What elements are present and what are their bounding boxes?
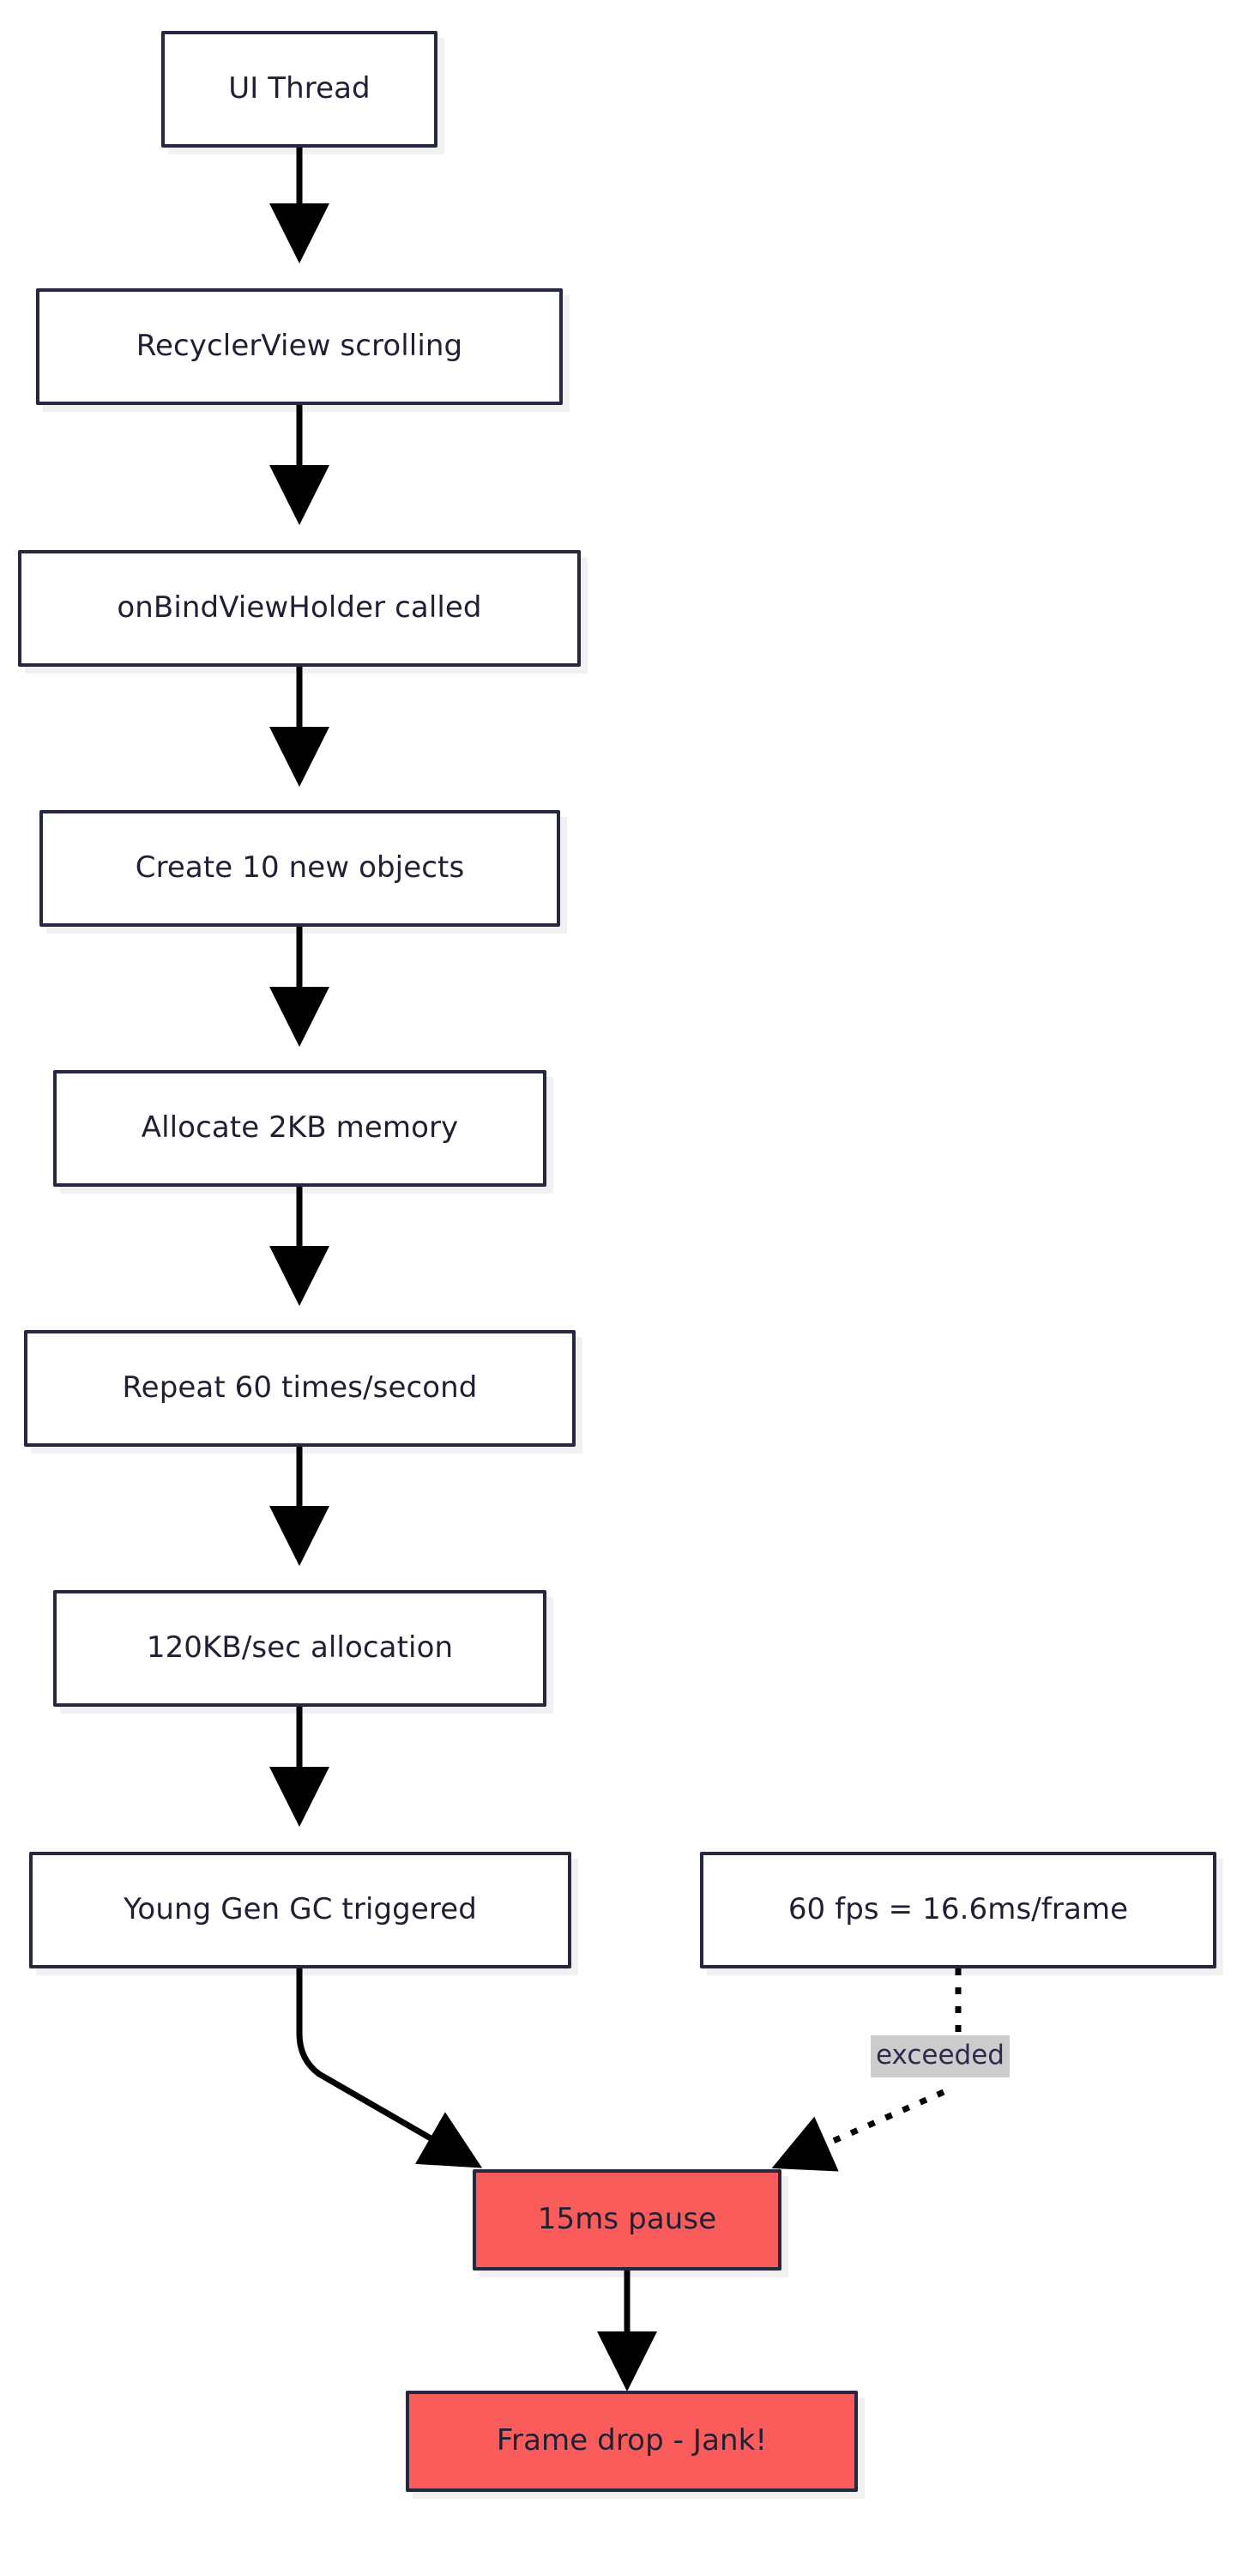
node-allocate-memory[interactable]: Allocate 2KB memory: [53, 1070, 546, 1187]
node-label-onbindviewholder: onBindViewHolder called: [117, 590, 482, 626]
node-pause[interactable]: 15ms pause: [473, 2169, 781, 2271]
node-frame-drop[interactable]: Frame drop - Jank!: [406, 2391, 858, 2492]
edge-young-gen-gc-to-pause: [296, 1968, 483, 2168]
node-label-repeat-60: Repeat 60 times/second: [122, 1370, 478, 1406]
edge-frame-budget-to-pause-lower: [771, 2089, 945, 2172]
node-label-young-gen-gc: Young Gen GC triggered: [124, 1892, 477, 1927]
node-onbindviewholder[interactable]: onBindViewHolder called: [18, 550, 581, 667]
node-label-frame-budget: 60 fps = 16.6ms/frame: [787, 1892, 1129, 1927]
node-label-allocation-rate: 120KB/sec allocation: [146, 1630, 454, 1666]
node-label-recyclerview: RecyclerView scrolling: [136, 329, 463, 364]
node-repeat-60[interactable]: Repeat 60 times/second: [24, 1330, 576, 1447]
node-allocation-rate[interactable]: 120KB/sec allocation: [53, 1590, 546, 1707]
node-label-ui-thread: UI Thread: [228, 71, 371, 106]
node-recyclerview[interactable]: RecyclerView scrolling: [36, 288, 563, 405]
node-frame-budget[interactable]: 60 fps = 16.6ms/frame: [700, 1852, 1216, 1968]
node-create-objects[interactable]: Create 10 new objects: [39, 810, 560, 927]
node-label-allocate-memory: Allocate 2KB memory: [141, 1110, 459, 1146]
node-young-gen-gc[interactable]: Young Gen GC triggered: [29, 1852, 571, 1968]
edge-label-exceeded: exceeded: [871, 2035, 1010, 2077]
node-ui-thread[interactable]: UI Thread: [161, 31, 437, 148]
node-label-frame-drop: Frame drop - Jank!: [496, 2423, 768, 2458]
node-label-pause: 15ms pause: [537, 2202, 717, 2237]
node-label-create-objects: Create 10 new objects: [135, 850, 465, 886]
